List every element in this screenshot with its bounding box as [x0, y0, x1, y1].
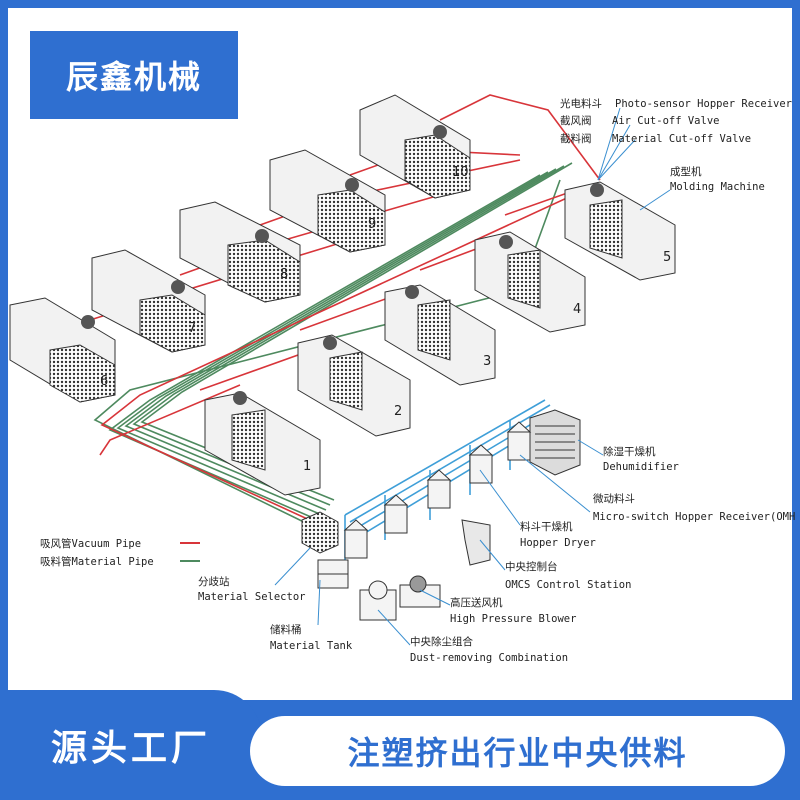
molding-label-en: Molding Machine [670, 181, 765, 193]
dehumidifier-label-en: Dehumidifier [603, 461, 679, 473]
legend-material-label: 吸料管Material Pipe [40, 555, 154, 568]
machine-number: 6 [100, 374, 108, 389]
machine-number: 1 [303, 459, 311, 474]
tank-label-cn: 储料桶 [270, 623, 302, 636]
dehumidifier-unit [530, 410, 580, 475]
air-valve-label-cn: 截风阀 [560, 114, 592, 127]
material-valve-label-cn: 截料阀 [560, 132, 592, 145]
machine-4: 4 [475, 232, 585, 332]
machine-number: 5 [663, 250, 671, 265]
control-station [462, 520, 490, 565]
selector-label-cn: 分歧站 [198, 575, 230, 588]
footer-right-banner: 注塑挤出行业中央供料 [250, 716, 785, 786]
material-tank [318, 560, 348, 588]
machine-number: 4 [573, 302, 581, 317]
air-valve-label-en: Air Cut-off Valve [612, 115, 719, 127]
blower-label-en: High Pressure Blower [450, 613, 576, 625]
hopper-dryers [345, 422, 530, 558]
legend-vacuum-label: 吸风管Vacuum Pipe [40, 537, 141, 550]
hopper-dryer-label-en: Hopper Dryer [520, 537, 596, 549]
machine-number: 10 [452, 165, 469, 180]
brand-title: 辰鑫机械 [30, 31, 238, 119]
dust-removing-combination [360, 576, 440, 620]
molding-label-cn: 成型机 [670, 165, 702, 178]
footer-left-banner: 源头工厂 [0, 690, 262, 800]
microswitch-label-en: Micro-switch Hopper Receiver(OMH [593, 511, 795, 523]
machine-number: 7 [188, 321, 196, 336]
blower-label-cn: 高压送风机 [450, 596, 503, 609]
hopper-dryer-label-cn: 料斗干燥机 [520, 520, 573, 533]
tank-label-en: Material Tank [270, 640, 353, 652]
dust-label-cn: 中央除尘组合 [410, 635, 473, 648]
machine-number: 2 [394, 404, 402, 419]
material-selector [302, 512, 338, 553]
machine-2: 2 [298, 335, 410, 436]
dust-label-en: Dust-removing Combination [410, 652, 568, 664]
selector-label-en: Material Selector [198, 591, 305, 603]
hopper-receiver-label-en: Photo-sensor Hopper Receiver [615, 98, 792, 110]
material-valve-label-en: Material Cut-off Valve [612, 133, 751, 145]
machine-9: 9 [270, 150, 385, 252]
control-label-en: OMCS Control Station [505, 579, 631, 591]
control-label-cn: 中央控制台 [505, 560, 558, 573]
machine-number: 8 [280, 267, 288, 282]
machine-number: 9 [368, 217, 376, 232]
machine-number: 3 [483, 354, 491, 369]
machine-10: 10 [360, 95, 470, 198]
machine-5: 5 [565, 182, 675, 280]
hopper-receiver-label-cn: 光电料斗 [560, 97, 602, 110]
microswitch-label-cn: 微动料斗 [593, 492, 635, 505]
dehumidifier-label-cn: 除湿干燥机 [603, 445, 656, 458]
